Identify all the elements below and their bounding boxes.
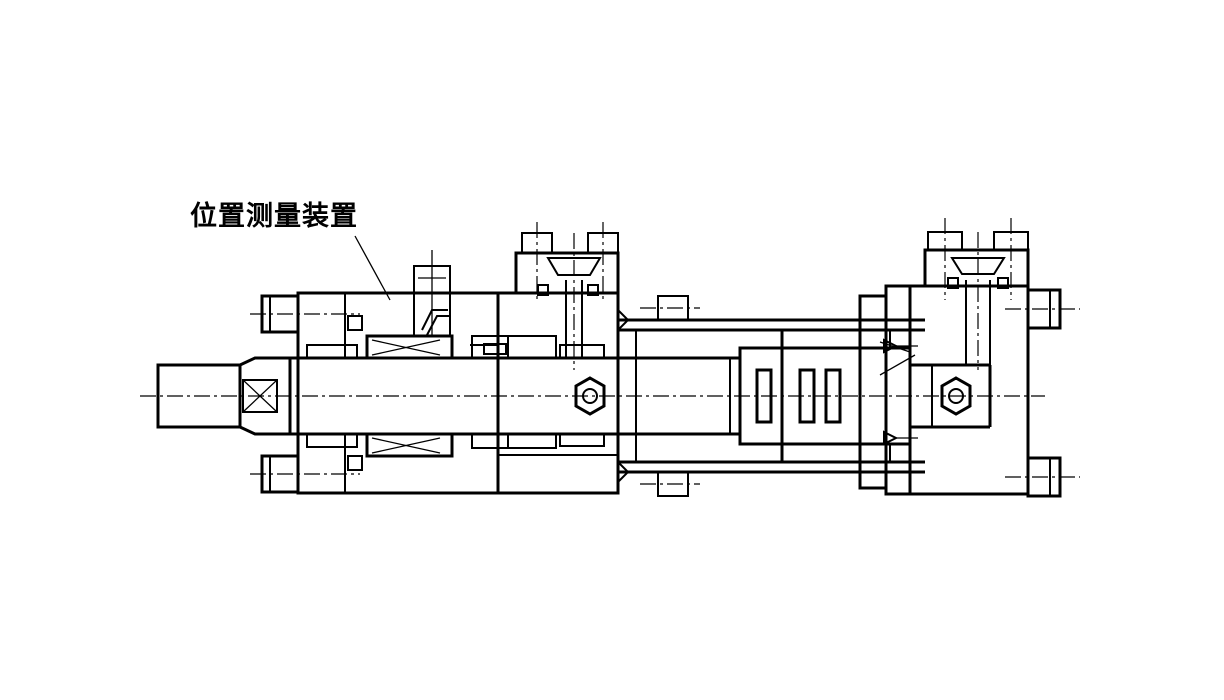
right-tie-rod-nuts bbox=[1005, 288, 1080, 498]
middle-flange-block bbox=[470, 222, 620, 495]
rear-head-block bbox=[858, 218, 1030, 496]
front-head-block bbox=[296, 250, 500, 495]
rod-hex-nut-right bbox=[940, 376, 972, 416]
rod-hex-nut-left bbox=[574, 376, 606, 416]
left-tie-rod-nuts bbox=[250, 294, 360, 494]
rod-end-fitting bbox=[156, 356, 292, 436]
callout-leader-line bbox=[354, 235, 391, 301]
position-sensor-callout-label: 位置测量装置 bbox=[190, 201, 358, 232]
